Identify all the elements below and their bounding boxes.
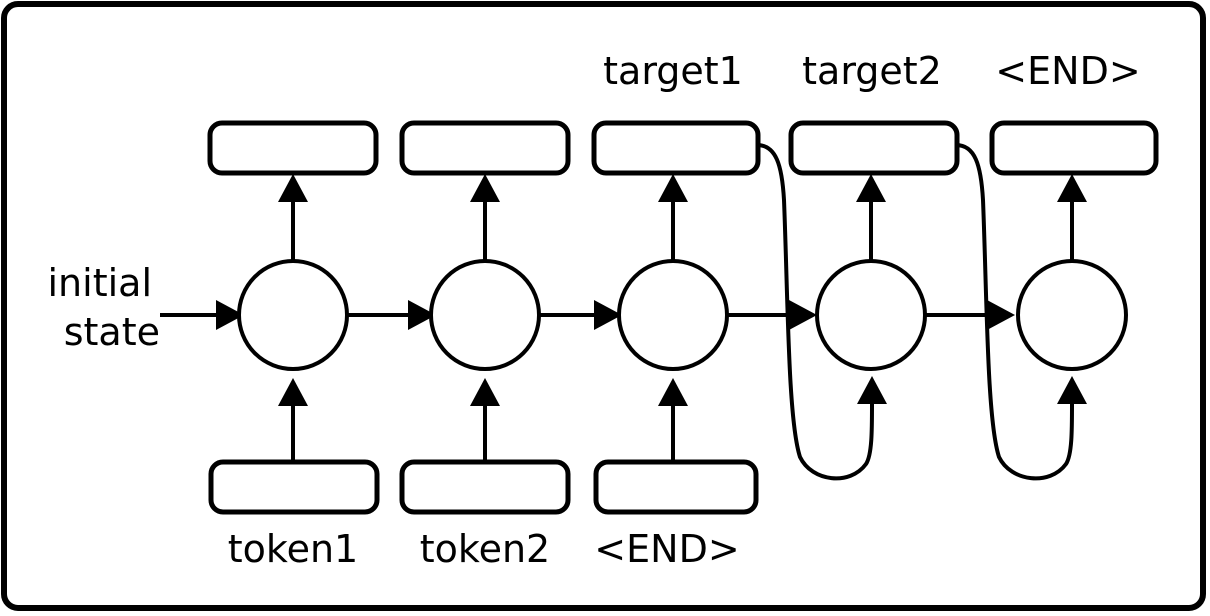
- feedback-loop-4-to-5: [955, 143, 1087, 481]
- step-3-input-arrow: [658, 378, 688, 461]
- step-5-cell[interactable]: [1016, 259, 1128, 371]
- arrow-head-icon: [856, 174, 886, 202]
- arrow-head-icon: [594, 300, 622, 330]
- step-2-cell[interactable]: [429, 259, 541, 371]
- arrow-head-icon: [1057, 174, 1087, 202]
- step-4-group: target2: [788, 49, 960, 371]
- arrow-head-icon: [216, 300, 244, 330]
- recurrent-arrow-2-to-3: [539, 300, 622, 330]
- step-2-input-arrow: [470, 378, 500, 461]
- step-2-input-label: token2: [420, 527, 550, 571]
- step-2-input-box[interactable]: [399, 459, 571, 515]
- arrow-head-icon: [278, 174, 308, 202]
- step-2-output-arrow: [470, 174, 500, 261]
- initial-state-label-line1: initial: [48, 261, 153, 305]
- step-3-input-box[interactable]: [593, 459, 759, 515]
- step-1-group: token1: [207, 120, 380, 571]
- step-3-output-box[interactable]: [591, 120, 761, 176]
- step-1-input-label: token1: [228, 527, 358, 571]
- arrow-head-icon: [987, 300, 1015, 330]
- step-5-group: <END>: [989, 49, 1159, 371]
- initial-state-label-line2: state: [64, 310, 160, 354]
- arrow-head-icon: [658, 378, 688, 406]
- recurrent-arrow-1-to-2: [347, 300, 436, 330]
- arrow-head-icon: [658, 174, 688, 202]
- arrow-head-icon: [470, 378, 500, 406]
- step-3-cell[interactable]: [617, 259, 729, 371]
- step-4-output-box[interactable]: [788, 120, 960, 176]
- step-3-output-arrow: [658, 174, 688, 261]
- step-2-output-box[interactable]: [399, 120, 571, 176]
- arrow-head-icon: [470, 174, 500, 202]
- step-3-output-label: target1: [603, 49, 743, 93]
- step-5-output-arrow: [1057, 174, 1087, 261]
- arrow-head-icon: [278, 378, 308, 406]
- step-3-input-label: <END>: [594, 527, 739, 571]
- step-4-output-arrow: [856, 174, 886, 261]
- arrow-head-icon: [408, 300, 436, 330]
- arrow-head-icon: [789, 300, 817, 330]
- recurrent-arrow-3-to-4: [727, 300, 817, 330]
- step-4-output-label: target2: [802, 49, 942, 93]
- initial-state-arrow: [160, 300, 244, 330]
- step-3-group: target1 <END>: [591, 49, 761, 571]
- step-1-input-box[interactable]: [208, 459, 380, 515]
- step-4-cell[interactable]: [815, 259, 927, 371]
- step-1-output-box[interactable]: [207, 120, 379, 176]
- step-1-output-arrow: [278, 174, 308, 261]
- step-5-output-box[interactable]: [989, 120, 1159, 176]
- step-2-group: token2: [399, 120, 571, 571]
- recurrent-arrow-4-to-5: [925, 300, 1015, 330]
- arrow-head-icon: [1057, 376, 1087, 404]
- arrow-head-icon: [857, 376, 887, 404]
- step-1-cell[interactable]: [237, 259, 349, 371]
- feedback-loop-3-to-4: [756, 143, 887, 481]
- step-5-output-label: <END>: [995, 49, 1140, 93]
- step-1-input-arrow: [278, 378, 308, 461]
